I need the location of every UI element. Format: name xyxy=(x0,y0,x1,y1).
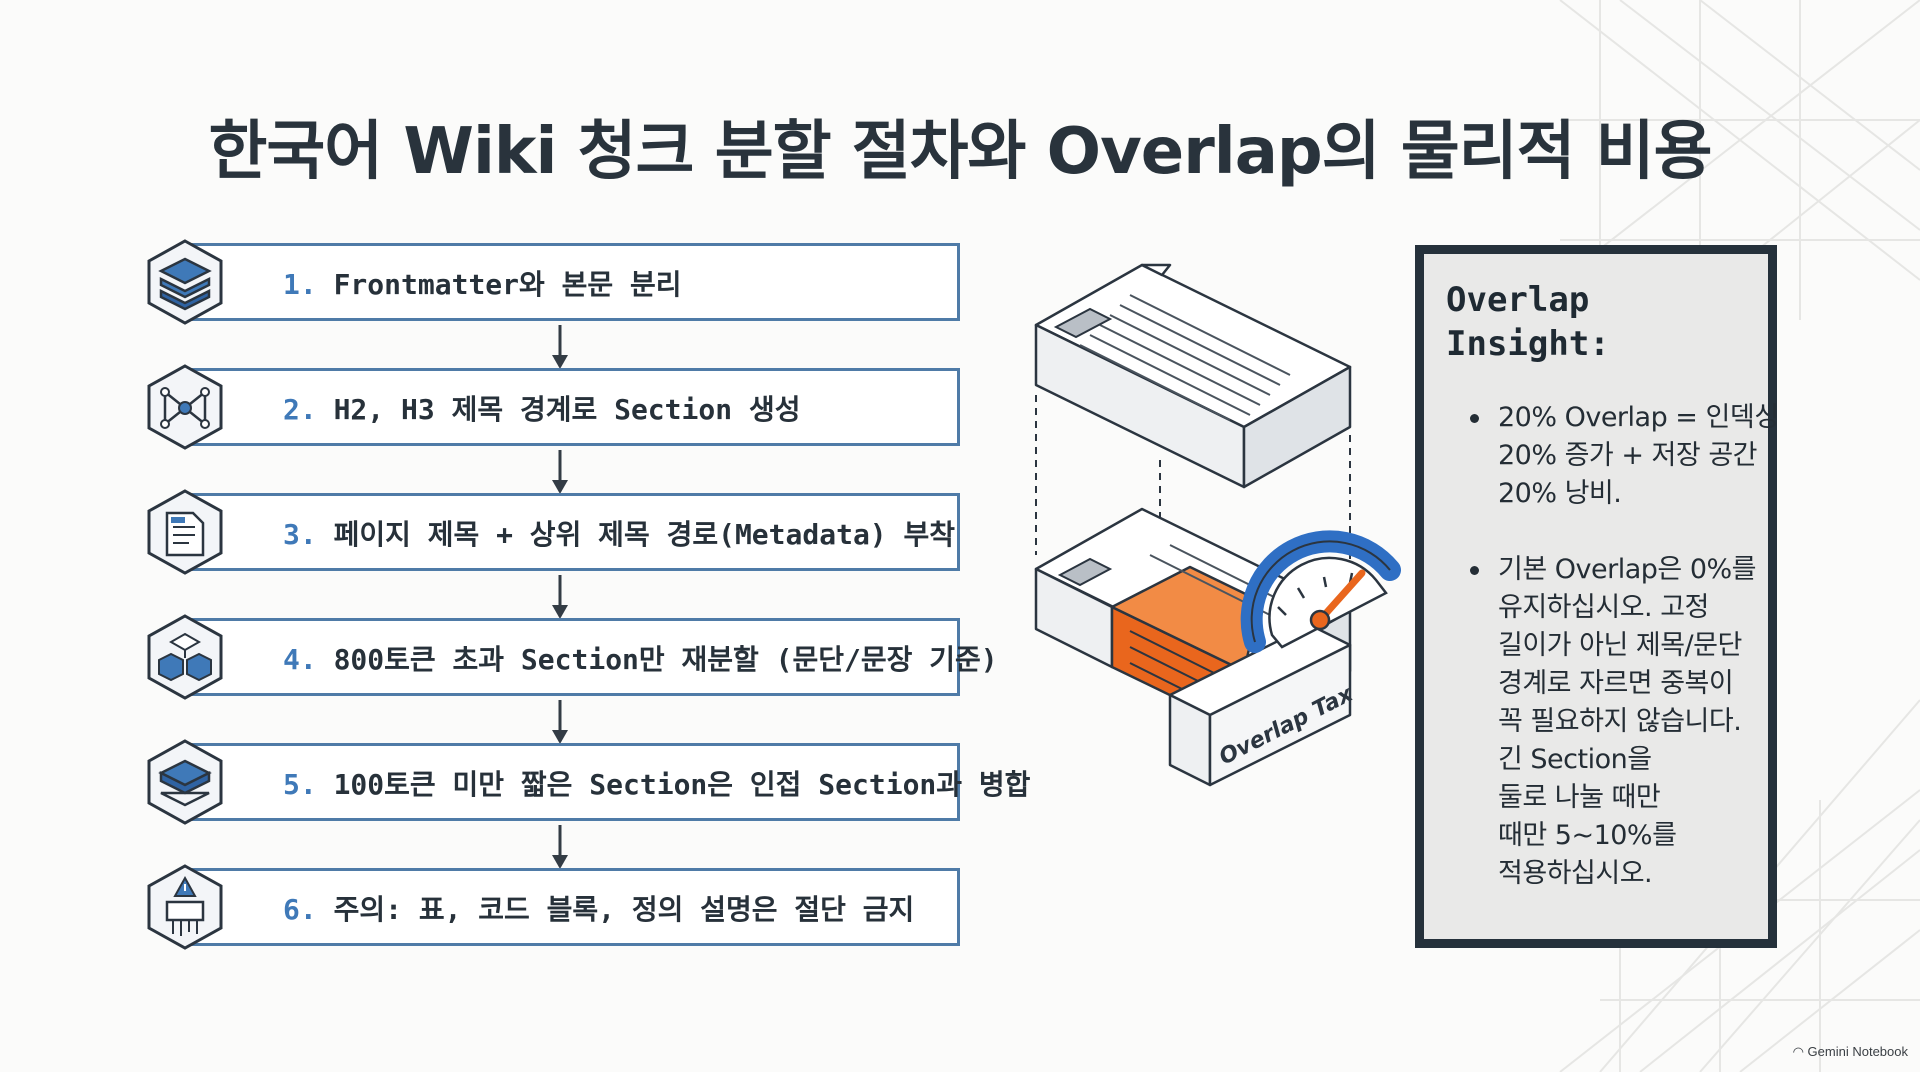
bullet-2-line: 긴 Section을 xyxy=(1498,744,1652,775)
step-4-number: 4. xyxy=(283,643,317,676)
step-6-box: 6. 주의: 표, 코드 블록, 정의 설명은 절단 금지 xyxy=(185,868,960,946)
bullet-1-line: 20% 증가 + 저장 공간 xyxy=(1498,440,1758,471)
overlap-insight-panel: Overlap Insight: 20% Overlap = 인덱싱 20% 증… xyxy=(1415,245,1779,948)
step-6-number: 6. xyxy=(283,893,317,926)
bullet-2-line: 적용하십시오. xyxy=(1498,858,1653,889)
node-network-icon xyxy=(147,364,223,450)
merge-layers-icon xyxy=(147,739,223,825)
brand-label: Gemini Notebook xyxy=(1807,1044,1908,1059)
step-1-number: 1. xyxy=(283,268,317,301)
step-5-box: 5. 100토큰 미만 짧은 Section은 인접 Section과 병합 xyxy=(185,743,1030,821)
bullet-2-line: 둘로 나눌 때만 xyxy=(1498,782,1661,813)
step-2-number: 2. xyxy=(283,393,317,426)
bullet-2-line: 때만 5~10%를 xyxy=(1498,820,1677,851)
insight-bullets: 20% Overlap = 인덱싱 20% 증가 + 저장 공간 20% 낭비.… xyxy=(1438,399,1779,931)
step-6-text: 6. 주의: 표, 코드 블록, 정의 설명은 절단 금지 xyxy=(283,871,914,949)
step-2-box: 2. H2, H3 제목 경계로 Section 생성 xyxy=(185,368,960,446)
upper-document-label-bar xyxy=(1053,307,1113,339)
brand-footer: ◠ Gemini Notebook xyxy=(1793,1044,1908,1060)
step-3-label: 페이지 제목 + 상위 제목 경로(Metadata) 부착 xyxy=(333,518,956,551)
step-5-number: 5. xyxy=(283,768,317,801)
gauge-icon xyxy=(1240,530,1401,653)
bullet-2-line: 꼭 필요하지 않습니다. xyxy=(1498,706,1742,737)
step-5-label: 100토큰 미만 짧은 Section은 인접 Section과 병합 xyxy=(333,768,1031,801)
step-4-label: 800토큰 초과 Section만 재분할 (문단/문장 기준) xyxy=(333,643,998,676)
bullet-2-line: 길이가 아닌 제목/문단 xyxy=(1498,630,1742,661)
bullet-2-line: 기본 Overlap은 0%를 xyxy=(1498,554,1757,585)
step-2-text: 2. H2, H3 제목 경계로 Section 생성 xyxy=(283,371,800,449)
step-2-label: H2, H3 제목 경계로 Section 생성 xyxy=(333,393,801,426)
page-title: 한국어 Wiki 청크 분할 절차와 Overlap의 물리적 비용 xyxy=(208,115,1712,189)
arrow-down-icon xyxy=(552,700,568,744)
bullet-1-line: 20% Overlap = 인덱싱 xyxy=(1498,402,1779,433)
overlap-cost-illustration: Overlap Tax xyxy=(1034,263,1401,787)
split-cubes-icon xyxy=(147,614,223,700)
step-3-box: 3. 페이지 제목 + 상위 제목 경로(Metadata) 부착 xyxy=(185,493,960,571)
process-steps: 1. Frontmatter와 본문 분리 2. H2, H3 제목 경계로 S… xyxy=(145,239,1030,960)
stacked-layers-icon xyxy=(147,239,223,325)
arrow-down-icon xyxy=(552,450,568,494)
step-4-box: 4. 800토큰 초과 Section만 재분할 (문단/문장 기준) xyxy=(185,618,998,696)
insight-title: Overlap Insight: xyxy=(1446,278,1766,366)
step-3-text: 3. 페이지 제목 + 상위 제목 경로(Metadata) 부착 xyxy=(283,496,955,574)
step-1-box: 1. Frontmatter와 본문 분리 xyxy=(185,243,960,321)
step-6-label: 주의: 표, 코드 블록, 정의 설명은 절단 금지 xyxy=(333,893,915,926)
warning-shredder-icon xyxy=(147,864,223,950)
bullet-1-line: 20% 낭비. xyxy=(1498,478,1622,509)
insight-bullet-2: 기본 Overlap은 0%를 유지하십시오. 고정 길이가 아닌 제목/문단 … xyxy=(1438,551,1768,893)
step-4-text: 4. 800토큰 초과 Section만 재분할 (문단/문장 기준) xyxy=(283,621,998,699)
bullet-2-line: 경계로 자르면 중복이 xyxy=(1498,668,1734,699)
arrow-down-icon xyxy=(552,825,568,869)
step-1-text: 1. Frontmatter와 본문 분리 xyxy=(283,246,682,324)
step-3-number: 3. xyxy=(283,518,317,551)
insight-bullet-1: 20% Overlap = 인덱싱 20% 증가 + 저장 공간 20% 낭비. xyxy=(1438,399,1779,513)
bullet-2-line: 유지하십시오. 고정 xyxy=(1498,592,1709,623)
step-1-label: Frontmatter와 본문 분리 xyxy=(333,268,682,301)
arrow-down-icon xyxy=(552,575,568,619)
step-5-text: 5. 100토큰 미만 짧은 Section은 인접 Section과 병합 xyxy=(283,746,1030,824)
document-tag-icon xyxy=(147,489,223,575)
arrow-down-icon xyxy=(552,325,568,369)
insight-title-line2: Insight: xyxy=(1446,324,1610,364)
insight-title-line1: Overlap xyxy=(1446,280,1590,320)
brand-logo-icon: ◠ xyxy=(1792,1044,1804,1059)
